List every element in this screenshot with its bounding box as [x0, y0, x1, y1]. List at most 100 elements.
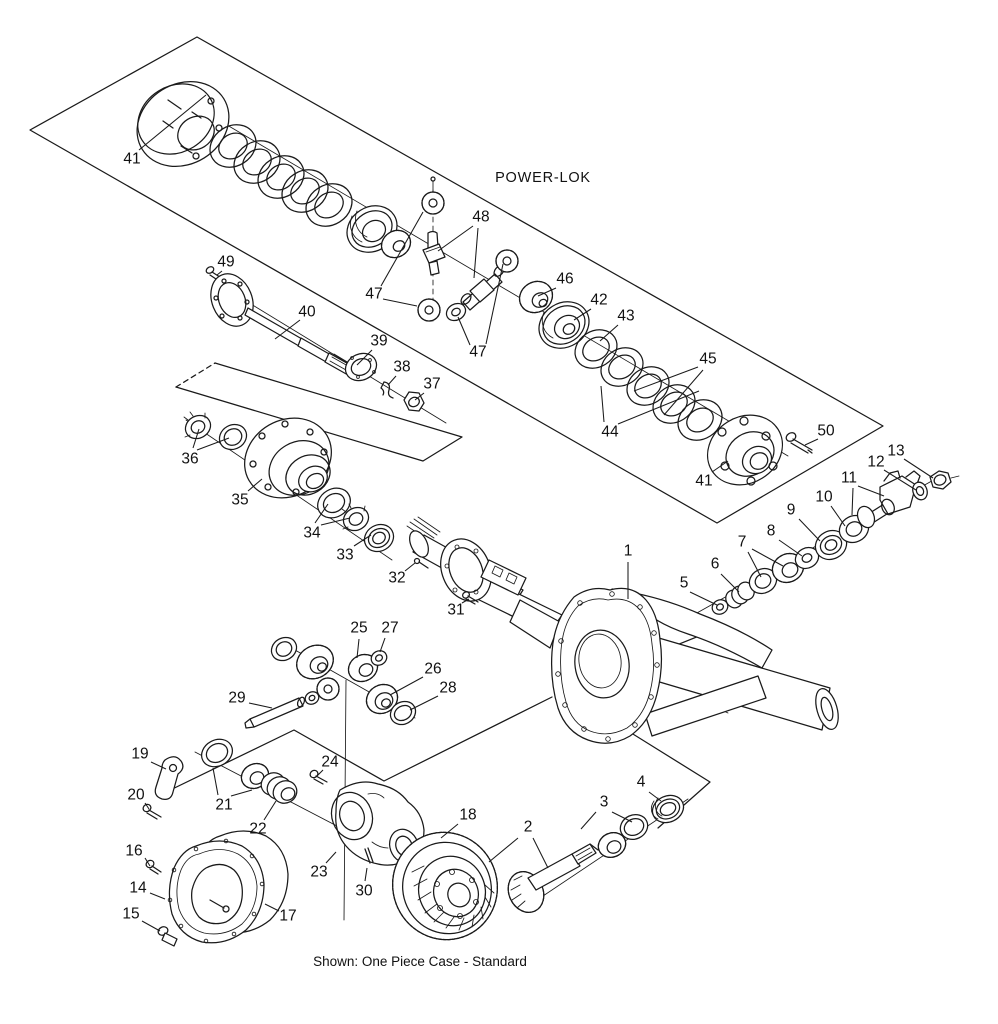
part-label-37: 37: [423, 376, 440, 393]
leader-line-49: [216, 270, 223, 276]
leader-line-11: [851, 487, 854, 516]
part-22-adjuster-ring: [260, 772, 298, 804]
leader-line-45: [663, 369, 704, 416]
pinion-mate-gear-right: [495, 249, 519, 273]
part-label-18: 18: [459, 807, 476, 824]
part-label-22: 22: [249, 821, 266, 838]
leader-line-4: [648, 791, 662, 802]
part-label-43: 43: [617, 308, 634, 325]
part-3-bearing-race: [619, 813, 649, 841]
part-label-30: 30: [355, 883, 373, 900]
part-5-washer: [711, 599, 729, 615]
leader-line-2: [532, 837, 549, 869]
leader-line-36: [192, 428, 200, 449]
part-35-wheel-hub: [244, 417, 332, 499]
part-label-24: 24: [321, 754, 339, 771]
leader-line-20: [144, 802, 150, 810]
part-label-23: 23: [310, 864, 327, 881]
leader-line-41: [711, 460, 729, 473]
leader-line-27: [379, 637, 386, 653]
pinion-mate-washer-lower: [304, 691, 320, 705]
leader-line-21: [230, 789, 253, 797]
diagram-title: POWER-LOK: [495, 170, 591, 186]
leader-line-5: [689, 591, 718, 606]
part-34-bearing-cone: [341, 503, 370, 532]
leader-line-47: [380, 211, 424, 287]
part-label-3: 3: [600, 794, 609, 811]
leader-line-18: [440, 823, 459, 839]
leader-line-50: [804, 438, 819, 446]
leader-line-19: [150, 761, 167, 770]
leader-line-36: [196, 437, 230, 451]
leader-line-47: [457, 316, 471, 346]
part-label-7: 7: [738, 534, 747, 551]
part-36-bearing-cone: [183, 411, 212, 440]
part-24-bolt: [309, 769, 328, 785]
part-label-40: 40: [298, 304, 316, 321]
part-label-6: 6: [711, 556, 720, 573]
leader-line-11: [857, 485, 885, 497]
part-label-45: 45: [699, 351, 716, 368]
leader-line-22: [263, 800, 277, 821]
leader-line-14: [149, 892, 166, 900]
part-label-35: 35: [231, 492, 248, 509]
part-label-25: 25: [350, 620, 367, 637]
leader-line-37: [414, 392, 425, 401]
part-label-21: 21: [215, 797, 232, 814]
part-label-33: 33: [336, 547, 353, 564]
part-label-49: 49: [217, 254, 234, 271]
part-41-clutch-drum-left: [136, 80, 230, 168]
part-label-15: 15: [122, 906, 139, 923]
part-28-thrust-washer: [389, 700, 417, 726]
part-47-pinion-mate-top: [421, 176, 445, 215]
leader-line-39: [356, 349, 373, 366]
part-label-17: 17: [279, 908, 296, 925]
part-1-axle-housing: [509, 587, 839, 744]
leader-line-26: [389, 676, 424, 696]
part-label-41: 41: [695, 473, 712, 490]
part-label-13: 13: [887, 443, 904, 460]
part-38-retainer-clip: [380, 381, 394, 399]
part-label-42: 42: [590, 292, 607, 309]
part-label-27: 27: [381, 620, 398, 637]
leader-line-34: [320, 517, 351, 526]
leader-line-31: [461, 598, 470, 604]
part-15-fill-plug: [157, 926, 178, 947]
leader-line-29: [248, 702, 273, 709]
part-label-29: 29: [228, 690, 245, 707]
part-label-5: 5: [680, 575, 689, 592]
thrust-washer-left: [270, 636, 298, 662]
part-41-flanged-hub-right: [706, 414, 784, 486]
clutch-plate-stack-left: [209, 124, 353, 227]
leader-line-41: [138, 94, 207, 151]
part-27-thrust-washer: [370, 650, 388, 666]
leader-line-8: [778, 539, 803, 557]
leader-line-44: [600, 385, 605, 423]
spring-seat-pad: [480, 559, 527, 596]
part-3-pinion-bearing: [597, 831, 627, 859]
part-9-oil-seal: [814, 529, 848, 561]
part-39-gasket: [344, 352, 378, 382]
part-label-39: 39: [370, 333, 387, 350]
part-labels: 1234567891011121314151617181920212223242…: [122, 94, 934, 932]
leader-line-9: [798, 518, 821, 542]
part-label-50: 50: [817, 423, 835, 440]
leader-line-2: [488, 837, 519, 863]
part-label-11: 11: [841, 470, 857, 487]
pinion-mate-gear-lower: [316, 677, 340, 701]
part-label-19: 19: [131, 746, 148, 763]
part-32-bolt: [413, 557, 429, 569]
leader-line-3: [580, 811, 597, 830]
part-label-10: 10: [815, 489, 833, 506]
part-label-16: 16: [125, 843, 142, 860]
part-46-side-gear: [518, 280, 554, 314]
leader-line-12: [883, 469, 917, 491]
side-gear-small-left: [380, 229, 412, 259]
leader-line-15: [141, 920, 161, 932]
part-26-side-gear: [365, 683, 399, 715]
part-42-clutch-drum-right: [538, 301, 590, 349]
part-label-8: 8: [767, 523, 776, 540]
part-8-washer: [794, 546, 820, 570]
